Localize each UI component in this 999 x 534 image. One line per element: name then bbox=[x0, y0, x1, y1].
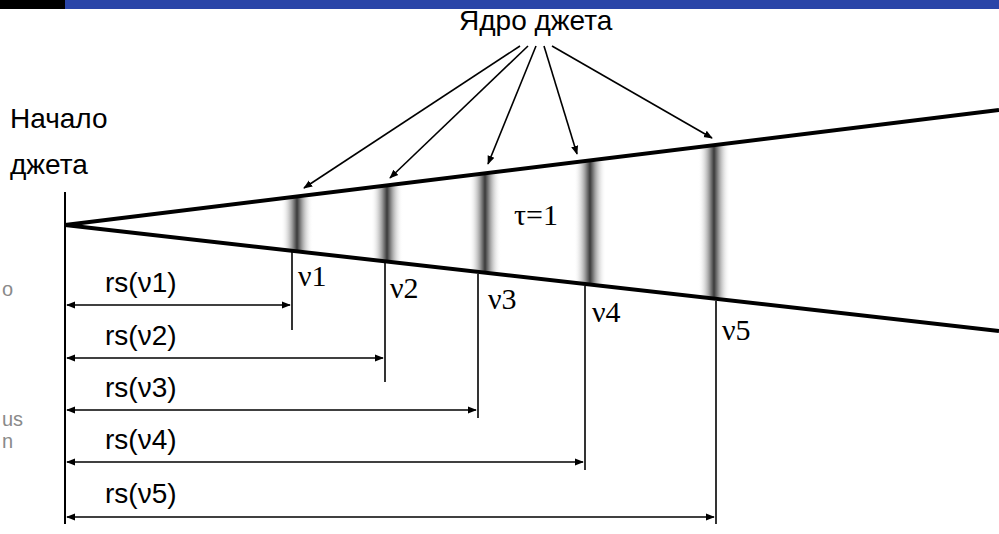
header-bar bbox=[0, 0, 65, 9]
core-band bbox=[371, 186, 403, 260]
frequency-markers bbox=[292, 252, 716, 524]
frequency-label: ν3 bbox=[488, 282, 517, 315]
pointer-arrows bbox=[304, 46, 712, 188]
frequency-label: ν4 bbox=[592, 295, 621, 328]
distance-arrows bbox=[67, 305, 714, 517]
cut-text-fragment: us bbox=[2, 408, 23, 430]
cut-text-fragment: o bbox=[2, 278, 13, 300]
origin-line bbox=[64, 192, 66, 524]
distance-label: rs(ν1) bbox=[105, 268, 177, 299]
origin-label: Начало джета bbox=[10, 96, 140, 188]
distance-label: rs(ν5) bbox=[105, 479, 177, 510]
frequency-label: ν2 bbox=[390, 271, 419, 304]
cone-edge bbox=[65, 225, 999, 331]
distance-label: rs(ν3) bbox=[105, 373, 177, 404]
frequency-label: ν5 bbox=[722, 313, 751, 346]
core-band bbox=[281, 197, 313, 250]
core-band bbox=[698, 146, 730, 298]
cut-text-fragment: n bbox=[2, 430, 13, 452]
distance-label: rs(ν2) bbox=[105, 321, 177, 352]
core-band bbox=[469, 174, 501, 271]
optical-depth-label: τ=1 bbox=[514, 198, 558, 231]
core-band bbox=[574, 161, 606, 283]
frequency-label: ν1 bbox=[298, 259, 327, 292]
distance-label: rs(ν4) bbox=[105, 425, 177, 456]
core-title: Ядро джета bbox=[459, 6, 612, 37]
